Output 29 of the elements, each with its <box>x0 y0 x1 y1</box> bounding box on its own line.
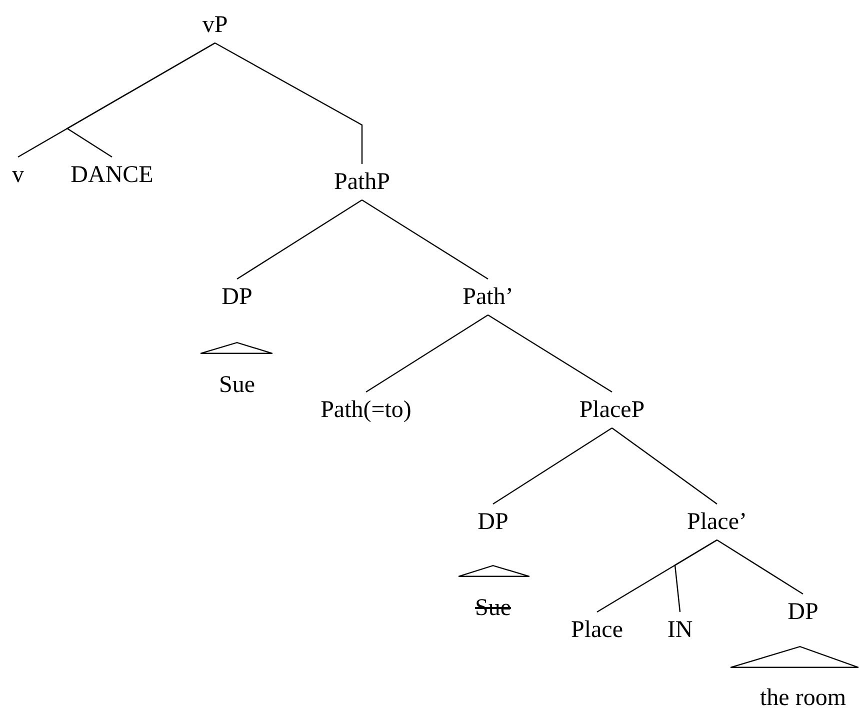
roof-triangle <box>458 565 530 577</box>
tree-branch <box>236 200 362 280</box>
node-label: DP <box>788 598 818 626</box>
node-label: PlaceP <box>579 396 645 424</box>
node-label: Sue <box>219 371 255 399</box>
node-label: DP <box>478 508 508 536</box>
node-label: Path’ <box>462 283 514 311</box>
node-label: DP <box>222 283 252 311</box>
node-label: PathP <box>334 168 390 196</box>
tree-branch <box>612 428 718 504</box>
node-label: IN <box>667 616 693 644</box>
tree-branch <box>214 42 363 164</box>
tree-branch <box>674 539 718 612</box>
tree-branch <box>716 540 804 594</box>
struck-through-label: Sue <box>475 594 511 622</box>
node-label: vP <box>202 11 228 39</box>
tree-branch <box>492 428 612 504</box>
roof-triangle <box>200 342 273 354</box>
node-label: DANCE <box>70 161 154 189</box>
roof-triangle <box>730 646 859 668</box>
node-label: Place <box>571 616 623 644</box>
node-label: Place’ <box>687 508 747 536</box>
tree-branch <box>362 200 488 280</box>
tree-branch <box>66 42 216 158</box>
tree-branch <box>488 314 612 392</box>
node-label: Path(=to) <box>320 396 412 424</box>
node-label: v <box>12 161 24 189</box>
tree-branch <box>366 314 488 392</box>
node-label: the room <box>760 684 846 712</box>
